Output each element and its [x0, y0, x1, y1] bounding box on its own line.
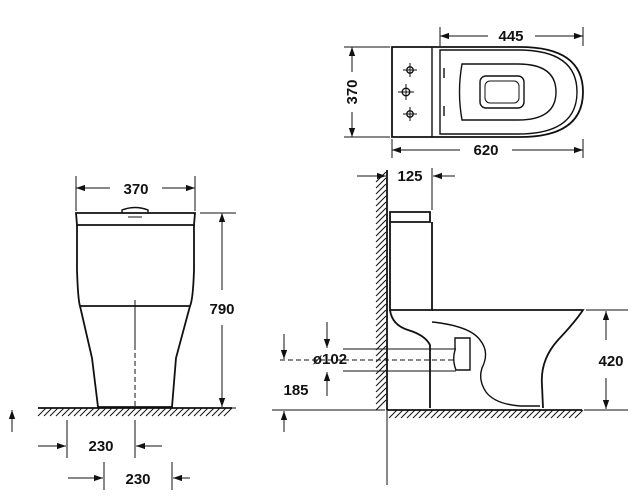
- dim-top-length-label: 620: [473, 142, 498, 159]
- dim-front-base-outer-label: 230: [125, 471, 150, 488]
- dim-side-pan-height-label: 420: [598, 353, 623, 370]
- side-view: 125 ø102 185 420: [272, 168, 628, 485]
- top-view: 445 370 620: [344, 27, 584, 159]
- side-view-bowl: [389, 309, 585, 409]
- front-view-body: [79, 305, 191, 408]
- top-view-drain: [479, 75, 525, 109]
- dim-side-wall-offset-label: 125: [397, 168, 422, 185]
- front-view-tank: [75, 212, 196, 226]
- side-view-wall-hatch: [375, 171, 387, 411]
- dim-side-outlet-diameter-label: ø102: [313, 351, 347, 368]
- top-view-outline: [391, 46, 584, 138]
- dim-front-base-inner-label: 230: [88, 438, 113, 455]
- front-view-flush-button: [121, 206, 149, 213]
- dim-front-width-label: 370: [123, 181, 148, 198]
- top-view-bowl-rim: [439, 49, 578, 135]
- side-view-tank: [389, 211, 431, 223]
- front-view-floor-hatch: [37, 407, 233, 417]
- top-view-fixing-holes: [398, 63, 445, 121]
- side-view-trap: [431, 321, 540, 407]
- dim-side-outlet-height-label: 185: [283, 382, 308, 399]
- side-view-floor-hatch: [388, 409, 584, 419]
- dim-top-depth-label: 370: [344, 79, 361, 104]
- dim-front-height-label: 790: [209, 301, 234, 318]
- dim-top-width-label: 445: [498, 28, 523, 45]
- top-view-bowl-inner: [458, 63, 557, 121]
- front-view: 370 790 230 230: [8, 176, 236, 490]
